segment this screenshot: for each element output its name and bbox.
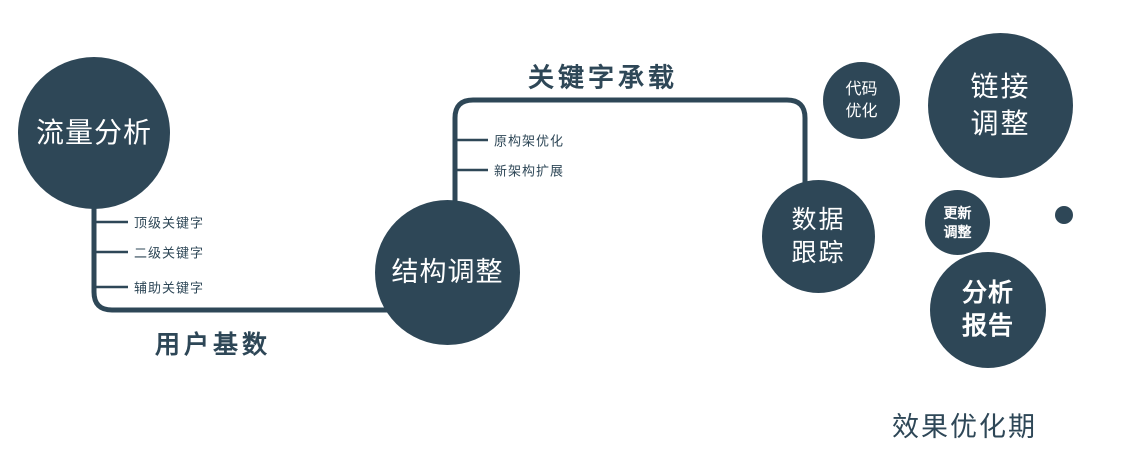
footer-phase-label: 效果优化期 <box>892 412 1037 442</box>
node-update-adjustment: 更新 调整 <box>925 190 990 255</box>
node-label-line: 链接 <box>970 70 1031 102</box>
branch-label-new-architecture-expansion: 新架构扩展 <box>494 163 565 179</box>
branch-label-top-keywords: 顶级关键字 <box>134 215 205 231</box>
node-label-line: 数据 <box>791 205 846 234</box>
node-label-line: 调整 <box>943 223 972 240</box>
branch-label-secondary-keywords: 二级关键字 <box>134 245 205 261</box>
edge-label-user-base: 用户基数 <box>155 331 272 359</box>
node-label-line: 优化 <box>845 102 878 120</box>
node-label-line: 跟踪 <box>791 238 846 267</box>
connector-traffic-structure <box>91 200 388 313</box>
branch-label-original-architecture-optimization: 原构架优化 <box>494 133 565 149</box>
connector-structure-tracking <box>452 97 808 208</box>
node-label-line: 报告 <box>961 312 1014 340</box>
node-label-line: 更新 <box>943 205 972 222</box>
bullet-dot <box>1055 206 1073 224</box>
node-label-line: 分析 <box>961 279 1014 307</box>
branch-label-auxiliary-keywords: 辅助关键字 <box>134 280 205 296</box>
node-label: 流量分析 <box>35 116 152 148</box>
node-analysis-report: 分析 报告 <box>930 252 1046 368</box>
node-structure-adjustment: 结构调整 <box>375 200 520 345</box>
node-data-tracking: 数据 跟踪 <box>762 180 875 293</box>
node-label-line: 代码 <box>845 81 878 99</box>
node-label: 结构调整 <box>391 256 504 287</box>
node-link-adjustment: 链接 调整 <box>928 33 1073 178</box>
edge-label-keyword-bearing: 关键字承载 <box>528 62 679 93</box>
node-traffic-analysis: 流量分析 <box>18 57 170 209</box>
node-label-line: 调整 <box>970 107 1031 139</box>
node-code-optimization: 代码 优化 <box>823 62 900 139</box>
